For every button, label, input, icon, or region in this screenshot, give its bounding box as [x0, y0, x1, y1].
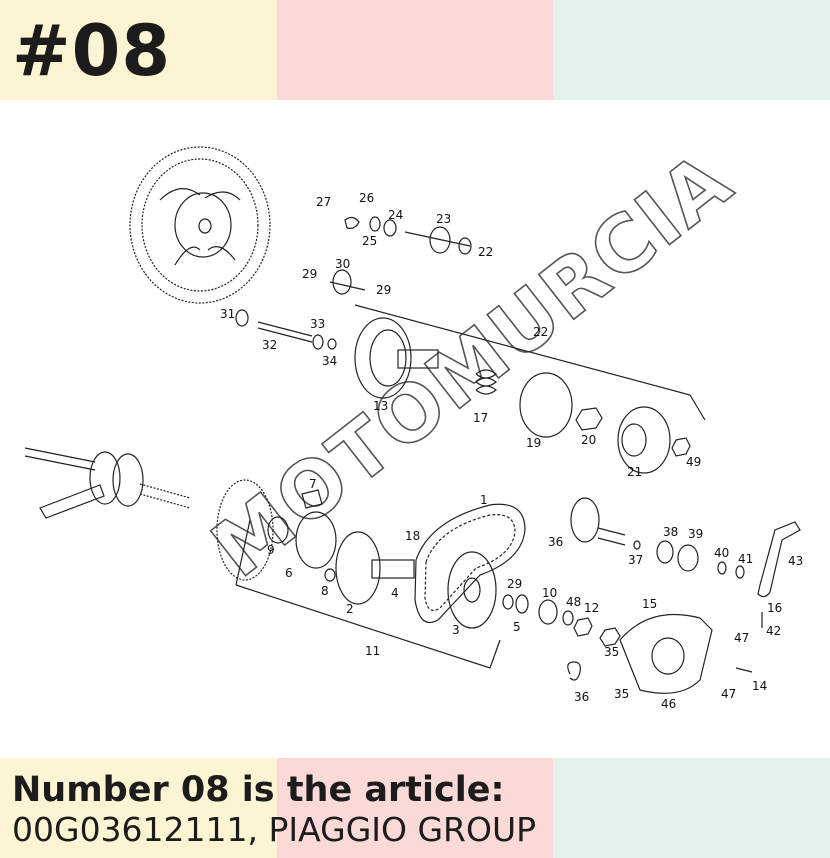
article-caption-title: Number 08 is the article: — [12, 770, 505, 810]
header-band-mint — [553, 0, 830, 100]
clutch-assembly-part — [354, 304, 706, 474]
callout-26: 25 — [362, 234, 377, 248]
callout-38: 36 — [548, 535, 563, 549]
callout-25: 24 — [388, 208, 403, 222]
callout-29-b: 29 — [376, 283, 391, 297]
callout-18: 18 — [405, 529, 420, 543]
driven-pulley-part — [447, 551, 593, 637]
callout-21: 21 — [627, 465, 642, 479]
callout-43: 41 — [738, 552, 753, 566]
callout-48: 48 — [566, 595, 581, 609]
callout-22-label: 22 — [533, 325, 548, 339]
callout-41: 39 — [688, 527, 703, 541]
footer-band-mint — [553, 758, 830, 858]
callout-49: 49 — [686, 455, 701, 469]
callout-42: 40 — [714, 546, 729, 560]
callout-34: 34 — [322, 354, 337, 368]
callout-28: 27 — [316, 195, 331, 209]
drive-belt-part — [414, 503, 526, 624]
callout-47-a: 47 — [734, 631, 749, 645]
callout-2: 2 — [346, 602, 354, 616]
rear-wheel-part — [129, 146, 271, 304]
callout-4: 4 — [391, 586, 399, 600]
callout-40: 38 — [663, 525, 678, 539]
footer-band-yellow — [0, 758, 277, 858]
callout-15: 15 — [642, 597, 657, 611]
callout-46: 46 — [661, 697, 676, 711]
callout-45: 43 — [788, 554, 803, 568]
gear-shaft-part — [329, 216, 472, 295]
callout-23: 22 — [478, 245, 493, 259]
callout-14: 14 — [752, 679, 767, 693]
callout-19: 19 — [526, 436, 541, 450]
callout-35-label: 35 — [604, 645, 619, 659]
callout-33: 33 — [310, 317, 325, 331]
callout-32: 32 — [262, 338, 277, 352]
callout-5: 5 — [513, 620, 521, 634]
callout-7: 7 — [309, 477, 317, 491]
callout-30: 30 — [335, 257, 350, 271]
callout-29-a: 29 — [302, 267, 317, 281]
callout-13: 13 — [373, 399, 388, 413]
output-shaft-part — [235, 309, 337, 350]
variator-part — [216, 479, 501, 669]
crankshaft-part — [24, 447, 191, 519]
callout-12: 12 — [584, 601, 599, 615]
footer-band-pink — [277, 758, 553, 858]
callout-6: 6 — [285, 566, 293, 580]
cover-plate-part — [567, 612, 763, 694]
callout-10: 10 — [542, 586, 557, 600]
callout-27: 26 — [359, 191, 374, 205]
callout-24: 23 — [436, 212, 451, 226]
callout-labels: 27 26 24 23 25 22 30 29 29 31 33 22 22 3… — [220, 191, 803, 711]
callout-36-label: 36 — [574, 690, 589, 704]
callout-29-c: 29 — [507, 577, 522, 591]
reference-number: #08 — [12, 10, 172, 92]
header-band-yellow — [0, 0, 277, 100]
exploded-parts-diagram: MOTOMURCIA — [24, 135, 803, 711]
callout-44: 42 — [766, 624, 781, 638]
callout-47-b: 47 — [721, 687, 736, 701]
callout-16: 16 — [767, 601, 782, 615]
callout-3: 3 — [452, 623, 460, 637]
article-number: 00G03612111, PIAGGIO GROUP — [12, 810, 537, 849]
callout-31: 31 — [220, 307, 235, 321]
callout-9: 9 — [267, 543, 275, 557]
callout-8: 8 — [321, 584, 329, 598]
callout-20: 20 — [581, 433, 596, 447]
kickstart-part — [570, 497, 801, 598]
callout-1: 1 — [480, 493, 488, 507]
header-band-pink — [277, 0, 553, 100]
callout-11: 11 — [365, 644, 380, 658]
callout-37: 35 — [614, 687, 629, 701]
callout-17: 17 — [473, 411, 488, 425]
callout-39: 37 — [628, 553, 643, 567]
